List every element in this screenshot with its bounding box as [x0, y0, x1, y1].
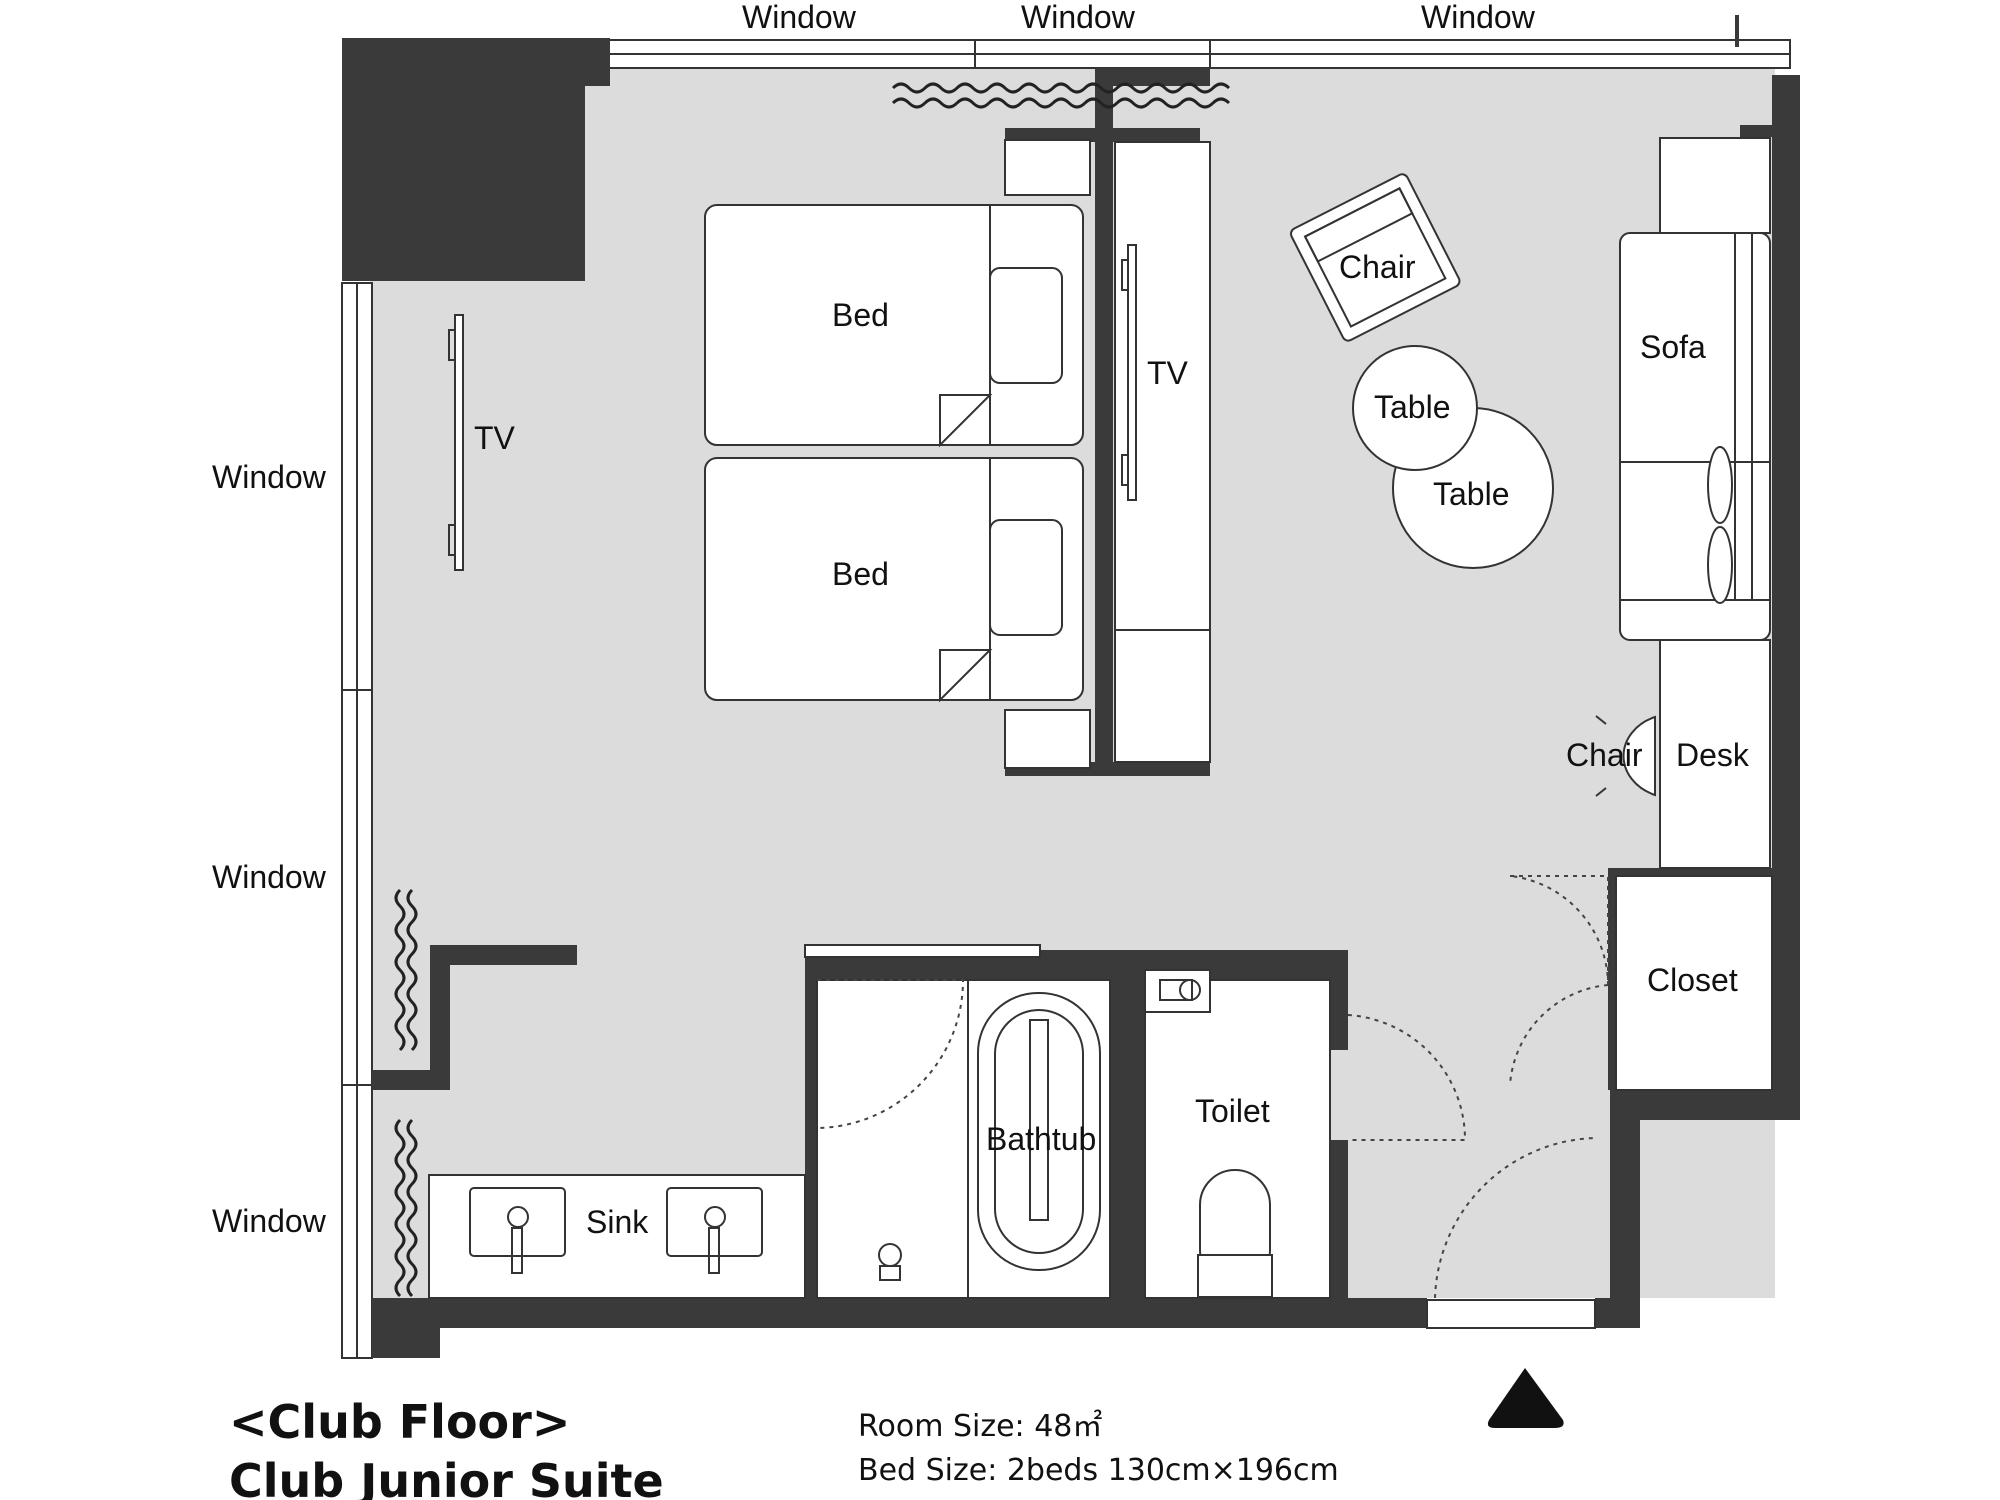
desk [1595, 639, 1771, 869]
bathroom [804, 944, 1111, 1299]
sofa-label: Sofa [1640, 329, 1706, 365]
bed-size-text: Bed Size: 2beds 130cm×196cm [858, 1453, 1339, 1488]
armchair [1290, 173, 1461, 342]
toilet-label: Toilet [1195, 1093, 1270, 1129]
sink-counter [428, 1174, 806, 1299]
closet [1509, 875, 1773, 1091]
beds [704, 139, 1091, 769]
floor-title: <Club Floor> [229, 1395, 570, 1449]
table-2-label: Table [1433, 476, 1510, 512]
tv-center-label: TV [1147, 355, 1189, 391]
room-size-text: Room Size: 48㎡ [858, 1409, 1102, 1444]
tv-left [448, 314, 464, 571]
window-left-2-label: Window [212, 859, 327, 895]
window-top-3-label: Window [1421, 0, 1536, 35]
bed-1-label: Bed [832, 297, 889, 333]
desk-label: Desk [1676, 737, 1750, 773]
table-1-label: Table [1374, 389, 1451, 425]
sofa [1619, 137, 1771, 641]
room-type-title: Club Junior Suite [229, 1454, 664, 1500]
tv-left-label: TV [474, 420, 516, 456]
room-labels: Window Window Window Window Window Windo… [212, 0, 1750, 1240]
entrance-triangle-icon [1487, 1368, 1564, 1428]
sink-label: Sink [586, 1204, 649, 1240]
bathtub-label: Bathtub [986, 1121, 1096, 1157]
window-frames [341, 15, 1791, 1359]
window-top-2-label: Window [1021, 0, 1136, 35]
window-left-1-label: Window [212, 459, 327, 495]
walls [342, 38, 1800, 1358]
tv-cabinet [1114, 141, 1211, 763]
tables [1352, 345, 1554, 569]
window-left-3-label: Window [212, 1203, 327, 1239]
bed-2-label: Bed [832, 556, 889, 592]
toilet-room [1144, 969, 1596, 1299]
chair-desk-label: Chair [1566, 737, 1643, 773]
curtains [394, 82, 1231, 1298]
chair-top-label: Chair [1339, 249, 1416, 285]
window-top-1-label: Window [742, 0, 857, 35]
footer: <Club Floor> Club Junior Suite Room Size… [229, 1395, 1339, 1500]
entrance [1426, 1299, 1596, 1428]
closet-label: Closet [1647, 962, 1738, 998]
